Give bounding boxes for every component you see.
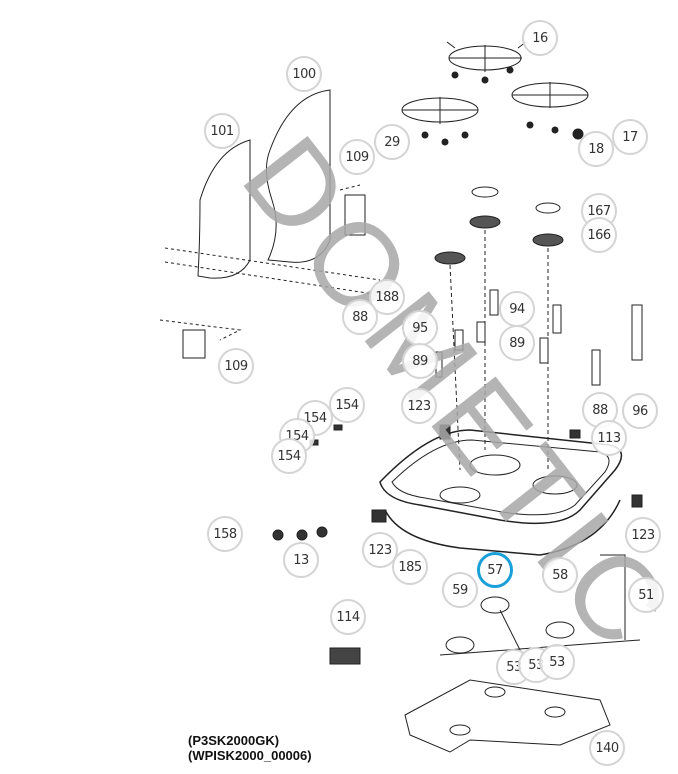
callout[interactable]: 113 [591,420,627,456]
pan-support-right [511,82,589,108]
callout[interactable]: 166 [581,217,617,253]
callout[interactable]: 100 [286,56,322,92]
callout[interactable]: 123 [625,517,661,553]
callout[interactable]: 88 [342,299,378,335]
callout[interactable]: 154 [271,438,307,474]
callout[interactable]: 154 [297,400,333,436]
callout[interactable]: 13 [283,542,319,578]
callout[interactable]: 59 [442,572,478,608]
callout[interactable]: 95 [402,310,438,346]
callout[interactable]: 114 [330,599,366,635]
model-code: (P3SK2000GK) [188,733,280,748]
callout[interactable]: 123 [401,388,437,424]
callout[interactable]: 17 [612,119,648,155]
callout[interactable]: 185 [392,549,428,585]
callout[interactable]: 158 [207,516,243,552]
hob-tray [379,429,623,525]
callout[interactable]: 18 [578,131,614,167]
gasket-185 [384,499,621,556]
callout[interactable]: 94 [499,291,535,327]
model-codes: (P3SK2000GK) (WPISK2000_00006) [188,733,312,763]
callout[interactable]: 89 [402,343,438,379]
callout[interactable]: 16 [522,20,558,56]
callout[interactable]: 58 [542,557,578,593]
callout[interactable]: 96 [622,393,658,429]
callout[interactable]: 51 [628,577,664,613]
callout[interactable]: 154 [329,387,365,423]
glass-lid-101 [197,139,251,279]
callout[interactable]: 140 [589,730,625,766]
callout[interactable]: 109 [339,139,375,175]
callout[interactable]: 109 [218,348,254,384]
pan-support-left [401,97,479,124]
burners [434,186,643,471]
callout-highlighted[interactable]: 57 [477,552,513,588]
base-plate-140 [404,679,611,753]
callout[interactable]: 101 [204,113,240,149]
drawing-code: (WPISK2000_00006) [188,748,312,763]
callout[interactable]: 53 [539,644,575,680]
pan-support-top [446,41,527,72]
callout[interactable]: 29 [374,124,410,160]
glass-lid-100 [266,89,331,263]
callout[interactable]: 89 [499,325,535,361]
